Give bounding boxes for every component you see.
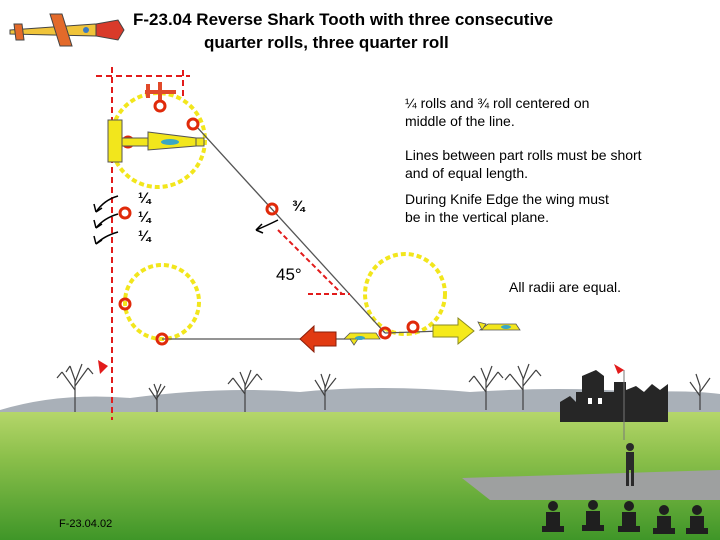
quarter-roll-label-1: ¼: [138, 190, 151, 207]
center-flag: [614, 364, 625, 440]
spectator: [542, 501, 564, 532]
spectators: [542, 500, 708, 534]
roll-marker: [265, 202, 279, 216]
aircraft-inverted: [343, 332, 381, 346]
bottom-left-loop: [123, 263, 201, 341]
runway: [462, 470, 720, 500]
note-radii: All radii are equal.: [509, 279, 622, 295]
footer-code: F-23.04.02: [59, 518, 113, 530]
aircraft-top-view: [107, 119, 205, 163]
tree: [689, 373, 711, 410]
pilot-figure: [626, 443, 634, 486]
box-edge-line: [96, 67, 190, 420]
note-knife-edge-line-2: be in the vertical plane.: [405, 209, 549, 225]
spectator: [618, 501, 640, 532]
roll-marker: [153, 99, 167, 113]
trees: [56, 363, 711, 412]
spectator: [582, 500, 604, 531]
note-centered-line-2: middle of the line.: [405, 113, 515, 129]
note-lines-line-2: and of equal length.: [405, 165, 528, 181]
note-lines-line-1: Lines between part rolls must be short: [405, 147, 642, 163]
roll-marker: [186, 117, 200, 131]
building-silhouette: [560, 370, 668, 422]
three-quarter-roll-label: ¾: [292, 198, 305, 215]
title-line-2: quarter rolls, three quarter roll: [204, 33, 449, 52]
left-flag: [98, 360, 108, 374]
quarter-roll-label-3: ¼: [138, 228, 151, 245]
tree: [227, 369, 263, 412]
roll-marker: [118, 297, 132, 311]
note-knife-edge-line-1: During Knife Edge the wing must: [405, 191, 609, 207]
aircraft-vertical: [145, 82, 176, 100]
spectator: [653, 505, 675, 534]
spectator: [686, 505, 708, 534]
note-centered-line-1: ¼ rolls and ¾ roll centered on: [405, 95, 590, 111]
roll-marker: [155, 332, 169, 346]
title-line-1: F-23.04 Reverse Shark Tooth with three c…: [133, 10, 554, 29]
angle-label: 45°: [276, 265, 302, 284]
tree: [504, 363, 542, 410]
roll-marker: [406, 320, 420, 334]
logo-aircraft: [9, 13, 125, 47]
roll-marker: [378, 326, 392, 340]
tree: [468, 365, 504, 410]
tree: [314, 373, 337, 410]
roll-marker: [118, 206, 132, 220]
quarter-roll-label-2: ¼: [138, 209, 151, 226]
angle-marker: [277, 229, 350, 295]
yellow-arrow: [432, 316, 475, 346]
tree: [148, 383, 166, 412]
right-loop: [363, 252, 447, 336]
tree: [56, 363, 94, 412]
aircraft-upright: [477, 321, 521, 331]
red-arrow: [299, 324, 337, 354]
roll-rotation-arrows: [93, 195, 279, 245]
